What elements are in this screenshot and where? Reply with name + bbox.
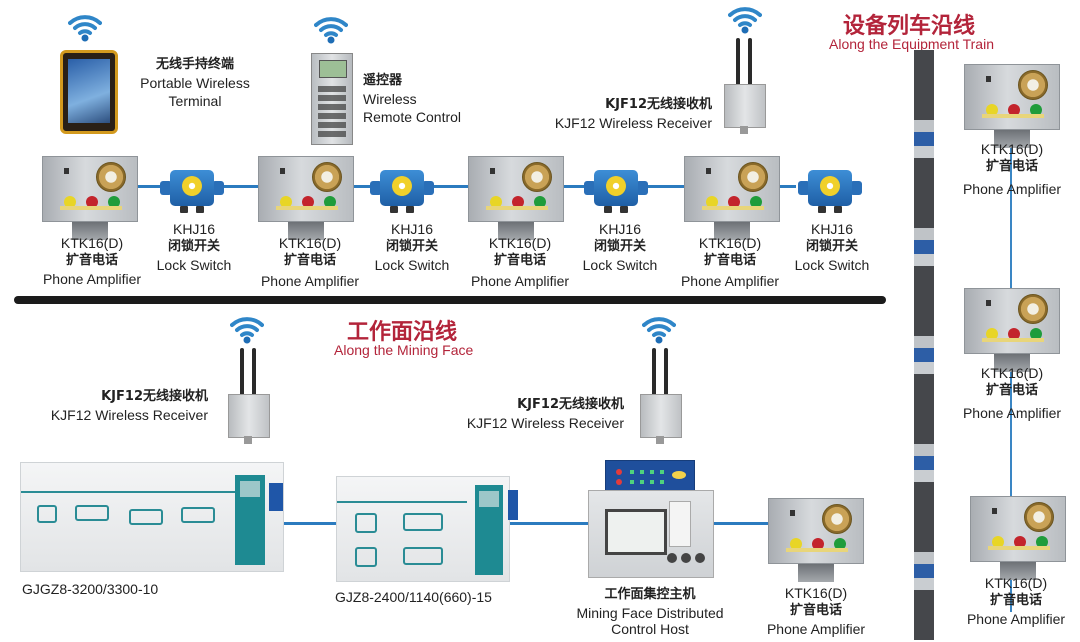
- wireless-receiver-device: [720, 38, 768, 138]
- phone-amplifier-device: [684, 156, 780, 242]
- phone-amplifier-device: [970, 496, 1066, 582]
- phone-amplifier-device: [964, 288, 1060, 374]
- wifi-icon: [230, 314, 264, 344]
- equipment-train-subtitle: Along the Equipment Train: [829, 36, 994, 52]
- wifi-icon: [642, 314, 676, 344]
- switchgear-gjgz8-device: [20, 462, 284, 572]
- wireless-receiver-device: [636, 348, 684, 448]
- phone-amplifier-device: [468, 156, 564, 242]
- section-divider: [14, 296, 886, 304]
- communication-cable: [262, 522, 802, 525]
- switchgear-gjz8-label: GJZ8-2400/1140(660)-15: [335, 589, 492, 605]
- wireless-receiver-device: [224, 348, 272, 448]
- lock-switch-device: [584, 168, 648, 214]
- control-host-device: [605, 460, 695, 492]
- remote-control-label: 遥控器 Wireless Remote Control: [363, 73, 462, 125]
- communication-cable: [1010, 146, 1012, 612]
- portable-terminal-device: [60, 50, 118, 134]
- communication-cable: [136, 185, 796, 188]
- lock-switch-device: [798, 168, 862, 214]
- wireless-receiver-label: KJF12无线接收机 KJF12 Wireless Receiver: [554, 97, 712, 131]
- phone-amplifier-device: [42, 156, 138, 242]
- equipment-train-graphic: [914, 50, 934, 640]
- mining-face-subtitle: Along the Mining Face: [334, 342, 474, 358]
- remote-control-device: [311, 53, 353, 145]
- control-host-cabinet: [588, 490, 714, 578]
- lock-switch-device: [160, 168, 224, 214]
- phone-amplifier-device: [768, 498, 864, 584]
- mining-face-title: 工作面沿线: [347, 320, 458, 345]
- wifi-icon: [68, 12, 102, 42]
- control-host-label: 工作面集控主机 Mining Face Distributed Control …: [576, 587, 724, 637]
- wifi-icon: [314, 14, 348, 44]
- wifi-icon: [728, 4, 762, 34]
- lock-switch-device: [370, 168, 434, 214]
- phone-amplifier-device: [964, 64, 1060, 150]
- portable-terminal-label: 无线手持终端 Portable Wireless Terminal: [140, 57, 250, 109]
- switchgear-side-box: [508, 490, 518, 520]
- phone-amplifier-device: [258, 156, 354, 242]
- equipment-train-title: 设备列车沿线: [843, 14, 976, 39]
- switchgear-gjz8-device: [336, 476, 510, 582]
- switchgear-gjgz8-label: GJGZ8-3200/3300-10: [22, 581, 159, 597]
